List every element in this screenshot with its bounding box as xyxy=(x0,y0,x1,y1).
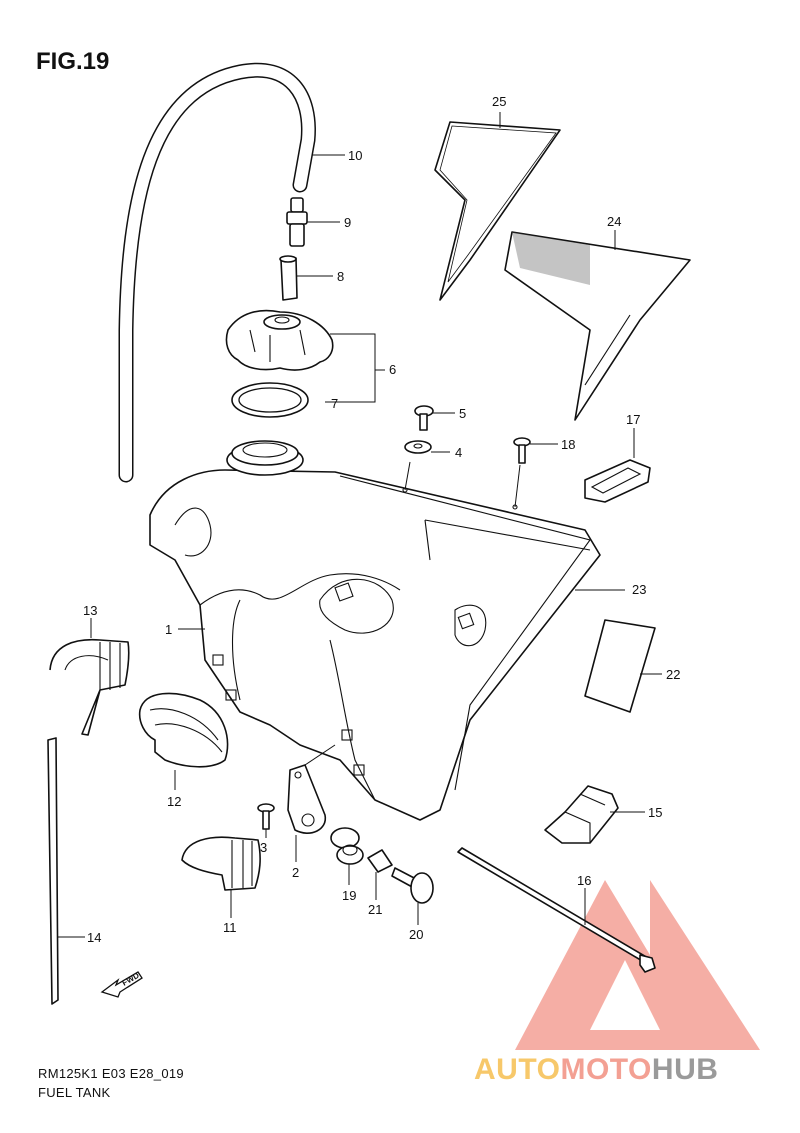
callout-labels: 1 2 3 4 5 6 7 8 9 10 11 12 13 14 15 16 1… xyxy=(83,94,680,945)
callout-14: 14 xyxy=(87,930,101,945)
callout-7: 7 xyxy=(331,396,338,411)
watermark-part-1: AUTO xyxy=(474,1053,561,1086)
shroud-decal-24 xyxy=(504,230,691,421)
tank-strap xyxy=(584,428,651,503)
long-bolt-16 xyxy=(457,847,656,973)
watermark-text: AUTOMOTOHUB xyxy=(474,1053,718,1087)
callout-9: 9 xyxy=(344,215,351,230)
breather-pipe xyxy=(279,255,333,301)
cushion-13 xyxy=(49,618,130,736)
grommet-19 xyxy=(330,827,364,885)
callout-1: 1 xyxy=(165,622,172,637)
watermark-part-2: MOTO xyxy=(560,1053,652,1086)
callout-19: 19 xyxy=(342,888,356,903)
callout-22: 22 xyxy=(666,667,680,682)
callout-8: 8 xyxy=(337,269,344,284)
callout-11: 11 xyxy=(223,920,237,935)
cushion-11 xyxy=(181,836,261,918)
callout-3: 3 xyxy=(260,840,267,855)
washer-4 xyxy=(404,440,450,454)
callout-10: 10 xyxy=(348,148,362,163)
rubber-sleeve xyxy=(138,692,229,790)
callout-13: 13 xyxy=(83,603,97,618)
callout-18: 18 xyxy=(561,437,575,452)
fuel-cap xyxy=(225,309,385,403)
cap-gasket xyxy=(231,382,309,418)
tank-pad xyxy=(584,619,662,713)
fuel-tank xyxy=(149,440,625,821)
callout-15: 15 xyxy=(648,805,662,820)
tie-band xyxy=(47,737,85,1005)
bracket-2 xyxy=(287,744,336,862)
callout-23: 23 xyxy=(632,582,646,597)
callout-6: 6 xyxy=(389,362,396,377)
shroud-decal-25 xyxy=(434,112,561,301)
bolt-20 xyxy=(391,867,434,925)
callout-5: 5 xyxy=(459,406,466,421)
callout-24: 24 xyxy=(607,214,621,229)
cushion-15 xyxy=(544,785,645,844)
callout-20: 20 xyxy=(409,927,423,942)
callout-12: 12 xyxy=(167,794,181,809)
callout-17: 17 xyxy=(626,412,640,427)
hose-fitting xyxy=(286,197,340,247)
callout-25: 25 xyxy=(492,94,506,109)
forward-arrow-icon: FWD xyxy=(100,971,143,998)
collar-21 xyxy=(367,849,393,900)
callout-2: 2 xyxy=(292,865,299,880)
figure-name: FUEL TANK xyxy=(38,1085,111,1100)
callout-21: 21 xyxy=(368,902,382,917)
watermark-part-3: HUB xyxy=(651,1053,719,1086)
bolt-18 xyxy=(513,437,558,464)
model-code: RM125K1 E03 E28_019 xyxy=(38,1066,184,1081)
callout-16: 16 xyxy=(577,873,591,888)
bolt-5 xyxy=(414,405,455,431)
watermark-logo xyxy=(515,880,760,1050)
callout-4: 4 xyxy=(455,445,462,460)
figure-title: FIG.19 xyxy=(36,48,110,75)
breather-hose xyxy=(118,62,345,483)
bolt-3 xyxy=(257,803,275,838)
